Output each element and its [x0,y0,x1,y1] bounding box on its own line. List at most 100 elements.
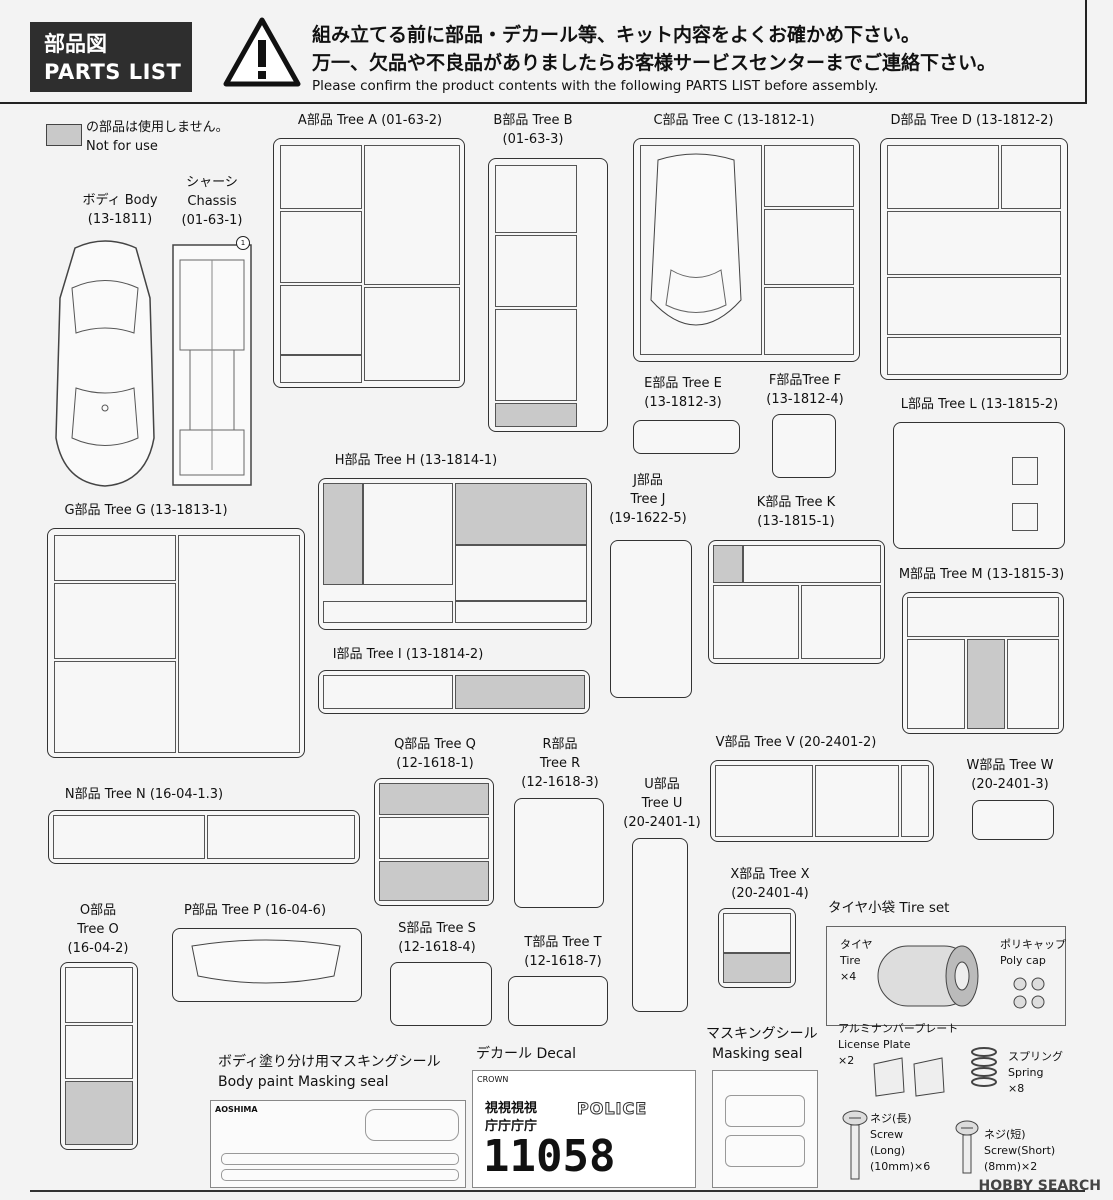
body-code: (13-1811) [87,212,153,227]
tree-b [488,158,608,432]
tree-o-label1: O部品 [79,903,117,918]
parts-list-title-box: 部品図 PARTS LIST [30,22,192,92]
polycap-jp: ポリキャップ [1000,938,1066,951]
tree-r-label2: Tree R [539,756,581,771]
tree-w [972,800,1054,840]
tree-r [514,798,604,908]
license-plate-en: License Plate [838,1038,911,1051]
tree-j-label1: J部品 [633,473,663,488]
screw-long-qty: (10mm)×6 [870,1160,931,1173]
masking-seal-sheet [712,1070,818,1188]
tree-p-label: P部品 Tree P (16-04-6) [183,903,327,918]
part-number-1: 1 [236,236,250,250]
masking-seal-en: Masking seal [712,1046,803,1062]
tree-o-code: (16-04-2) [67,941,129,956]
spring-en: Spring [1008,1066,1044,1079]
watermark: HOBBY SEARCH [978,1178,1101,1194]
spring-jp: スプリング [1008,1050,1063,1063]
chassis-jp: シャーシ [186,175,238,190]
tree-t [508,976,608,1026]
body-illustration [55,240,155,487]
tree-n [48,810,360,864]
masking-seal-jp: マスキングシール [706,1026,818,1042]
tree-k-label: K部品 Tree K [756,495,836,510]
tree-o [60,962,138,1150]
tree-v-label: V部品 Tree V (20-2401-2) [715,735,877,750]
tree-g [47,528,305,758]
tree-f-label: F部品Tree F [768,373,842,388]
legend-en: Not for use [86,139,158,154]
tree-l [893,422,1065,549]
tree-t-label: T部品 Tree T [524,935,602,950]
tree-s [390,962,492,1026]
screw-short-jp: ネジ(短) [984,1128,1026,1141]
tree-f-code: (13-1812-4) [766,392,844,407]
decal-label: デカール Decal [476,1046,577,1062]
tree-g-label: G部品 Tree G (13-1813-1) [64,503,228,518]
tree-p-bumper [191,939,341,984]
tree-u [632,838,688,1012]
tire-set-box [826,926,1066,1026]
warning-triangle-icon [223,17,301,87]
tree-a-label: A部品 Tree A (01-63-2) [297,113,443,128]
legend-jp: の部品は使用しません。 [86,120,229,135]
tree-v [710,760,934,842]
tree-j-label2: Tree J [630,492,666,507]
chassis-en: Chassis [187,194,237,209]
license-plate-icon [873,1057,945,1097]
license-plate-qty: ×2 [838,1054,855,1067]
tree-u-label2: Tree U [641,796,683,811]
tree-j [610,540,692,698]
decal-kanji-2: 庁庁庁庁 [485,1119,538,1134]
tree-b-code: (01-63-3) [502,132,564,147]
tree-x-label: X部品 Tree X [730,867,810,882]
header-line2: 万一、欠品や不良品がありましたらお客様サービスセンターまでご連絡下さい。 [312,52,997,74]
tree-w-code: (20-2401-3) [971,777,1049,792]
license-plate-jp: アルミナンバープレート [838,1022,959,1035]
tree-s-code: (12-1618-4) [398,940,476,955]
tire-icon [877,945,979,1007]
tree-q [374,778,494,906]
header: 部品図 PARTS LIST 組み立てる前に部品・デカール等、キット内容をよくお… [0,0,1087,104]
tree-h-label: H部品 Tree H (13-1814-1) [334,453,498,468]
body-masking-jp: ボディ塗り分け用マスキングシール [218,1054,441,1070]
tree-l-label: L部品 Tree L (13-1815-2) [900,397,1059,412]
tree-f [772,414,836,478]
tree-m-label: M部品 Tree M (13-1815-3) [898,567,1065,582]
tree-r-code: (12-1618-3) [521,775,599,790]
tree-n-label: N部品 Tree N (16-04-1.3) [64,787,224,802]
tire-qty: ×4 [840,970,857,983]
title-en: PARTS LIST [44,60,182,84]
tree-m [902,592,1064,734]
tree-x-code: (20-2401-4) [731,886,809,901]
screw-short-icon [955,1120,979,1174]
tree-j-code: (19-1622-5) [609,511,687,526]
tree-e [633,420,740,454]
polycap-icon [1013,977,1045,1009]
title-jp: 部品図 [44,32,107,56]
tree-e-label: E部品 Tree E [644,376,722,391]
decal-crown-text: CROWN [477,1075,509,1084]
bottom-rule [30,1190,1085,1192]
chassis-code: (01-63-1) [181,213,243,228]
decal-sheet: CROWN 視視視視 庁庁庁庁 POLICE 11058 [472,1070,696,1188]
spring-icon [971,1047,997,1087]
tree-i [318,670,590,714]
not-for-use-swatch [46,124,82,146]
tree-u-label1: U部品 [644,777,680,792]
tree-h [318,478,592,630]
tree-x [718,908,796,988]
tree-q-code: (12-1618-1) [396,756,474,771]
body-masking-sheet: AOSHIMA [210,1100,466,1188]
body-label: ボディ Body [82,193,158,208]
spring-qty: ×8 [1008,1082,1025,1095]
screw-short-qty: (8mm)×2 [984,1160,1038,1173]
screw-long-type: (Long) [870,1144,906,1157]
chassis-illustration [172,244,252,486]
decal-number: 11058 [483,1131,616,1182]
tree-e-code: (13-1812-3) [644,395,722,410]
tree-k [708,540,885,664]
tree-w-label: W部品 Tree W [966,758,1054,773]
tree-c-body-shell [650,153,742,326]
screw-short-en: Screw(Short) [984,1144,1056,1157]
